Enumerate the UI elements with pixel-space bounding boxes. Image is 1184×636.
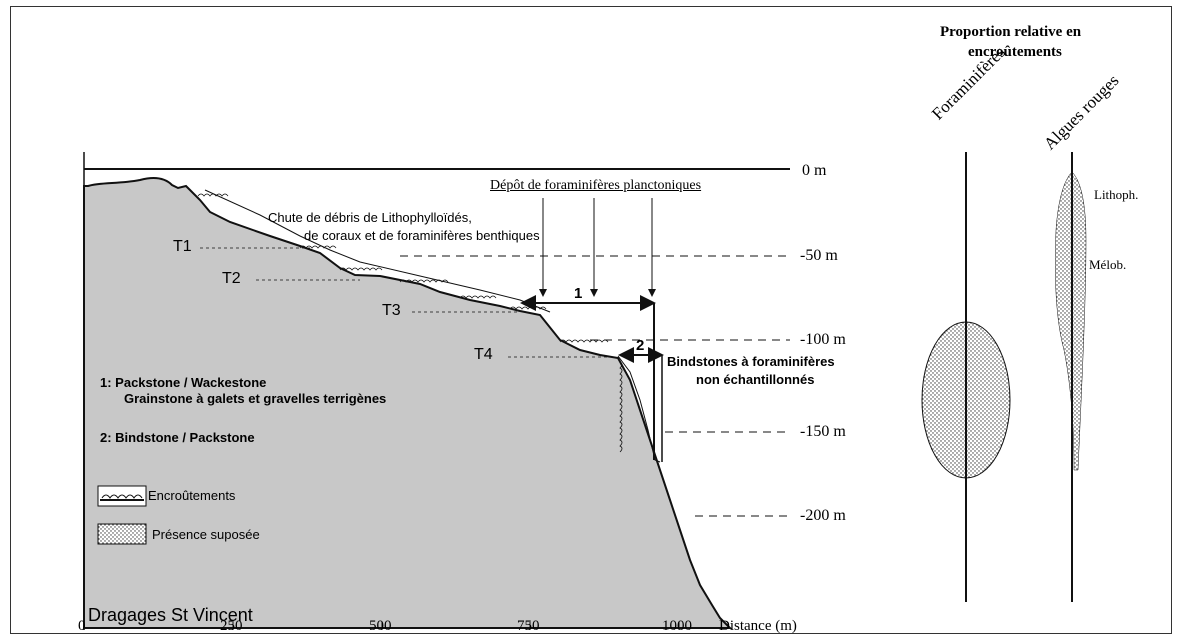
algae-melob: Mélob. <box>1089 257 1127 272</box>
terrace-t1: T1 <box>173 238 192 255</box>
seafloor-area <box>83 176 733 629</box>
depth-100: -100 m <box>800 331 846 348</box>
bindstone-label-1: Bindstones à foraminifères <box>667 354 835 369</box>
dist-tick-1000: 1000 <box>662 618 692 634</box>
dist-tick-500: 500 <box>369 618 392 634</box>
debris-label-2: de coraux et de foraminifères benthiques <box>304 228 540 243</box>
debris-label-1: Chute de débris de Lithophylloïdés, <box>268 210 472 225</box>
debris-outline <box>204 189 551 313</box>
proportion-title-1: Proportion relative en <box>940 24 1082 40</box>
distance-ticks <box>83 622 680 630</box>
dist-tick-750: 750 <box>517 618 540 634</box>
zone1-label: 1 <box>574 285 583 302</box>
location-label: Dragages St Vincent <box>88 605 253 625</box>
legend-encrustation-symbol <box>97 485 147 507</box>
depth-50: -50 m <box>800 247 838 264</box>
plankton-arrows <box>539 198 656 297</box>
depth-gridlines <box>400 255 790 517</box>
plankton-label: Dépôt de foraminifères planctoniques <box>490 178 702 193</box>
zone2-label: 2 <box>636 337 645 354</box>
depth-150: -150 m <box>800 423 846 440</box>
terrace-leaders <box>200 247 615 358</box>
legend-encrustation-label: Encroûtements <box>148 488 236 503</box>
terrace-t3: T3 <box>382 302 401 319</box>
depth-0: 0 m <box>802 162 827 179</box>
terrace-t2: T2 <box>222 270 241 287</box>
algae-proportion-shape <box>1055 171 1087 471</box>
depth-200: -200 m <box>800 507 846 524</box>
legend-presumed-symbol <box>97 523 147 545</box>
bindstone-label-2: non échantillonnés <box>696 372 815 387</box>
facies-1-line1: 1: Packstone / Wackestone <box>100 375 267 390</box>
dist-tick-250: 250 <box>220 618 243 634</box>
terrace-t4: T4 <box>474 346 493 363</box>
distance-axis-label: Distance (m) <box>719 618 797 634</box>
facies-1-line2: Grainstone à galets et gravelles terrigè… <box>124 391 387 406</box>
bindstone-outline <box>617 355 661 463</box>
figure-frame <box>10 6 1172 634</box>
proportion-title-2: encroûtements <box>968 44 1062 60</box>
algae-lithoph: Lithoph. <box>1094 187 1139 202</box>
dist-tick-0: 0 <box>78 618 86 634</box>
facies-2: 2: Bindstone / Packstone <box>100 430 255 445</box>
legend-presumed-label: Présence suposée <box>152 527 260 542</box>
